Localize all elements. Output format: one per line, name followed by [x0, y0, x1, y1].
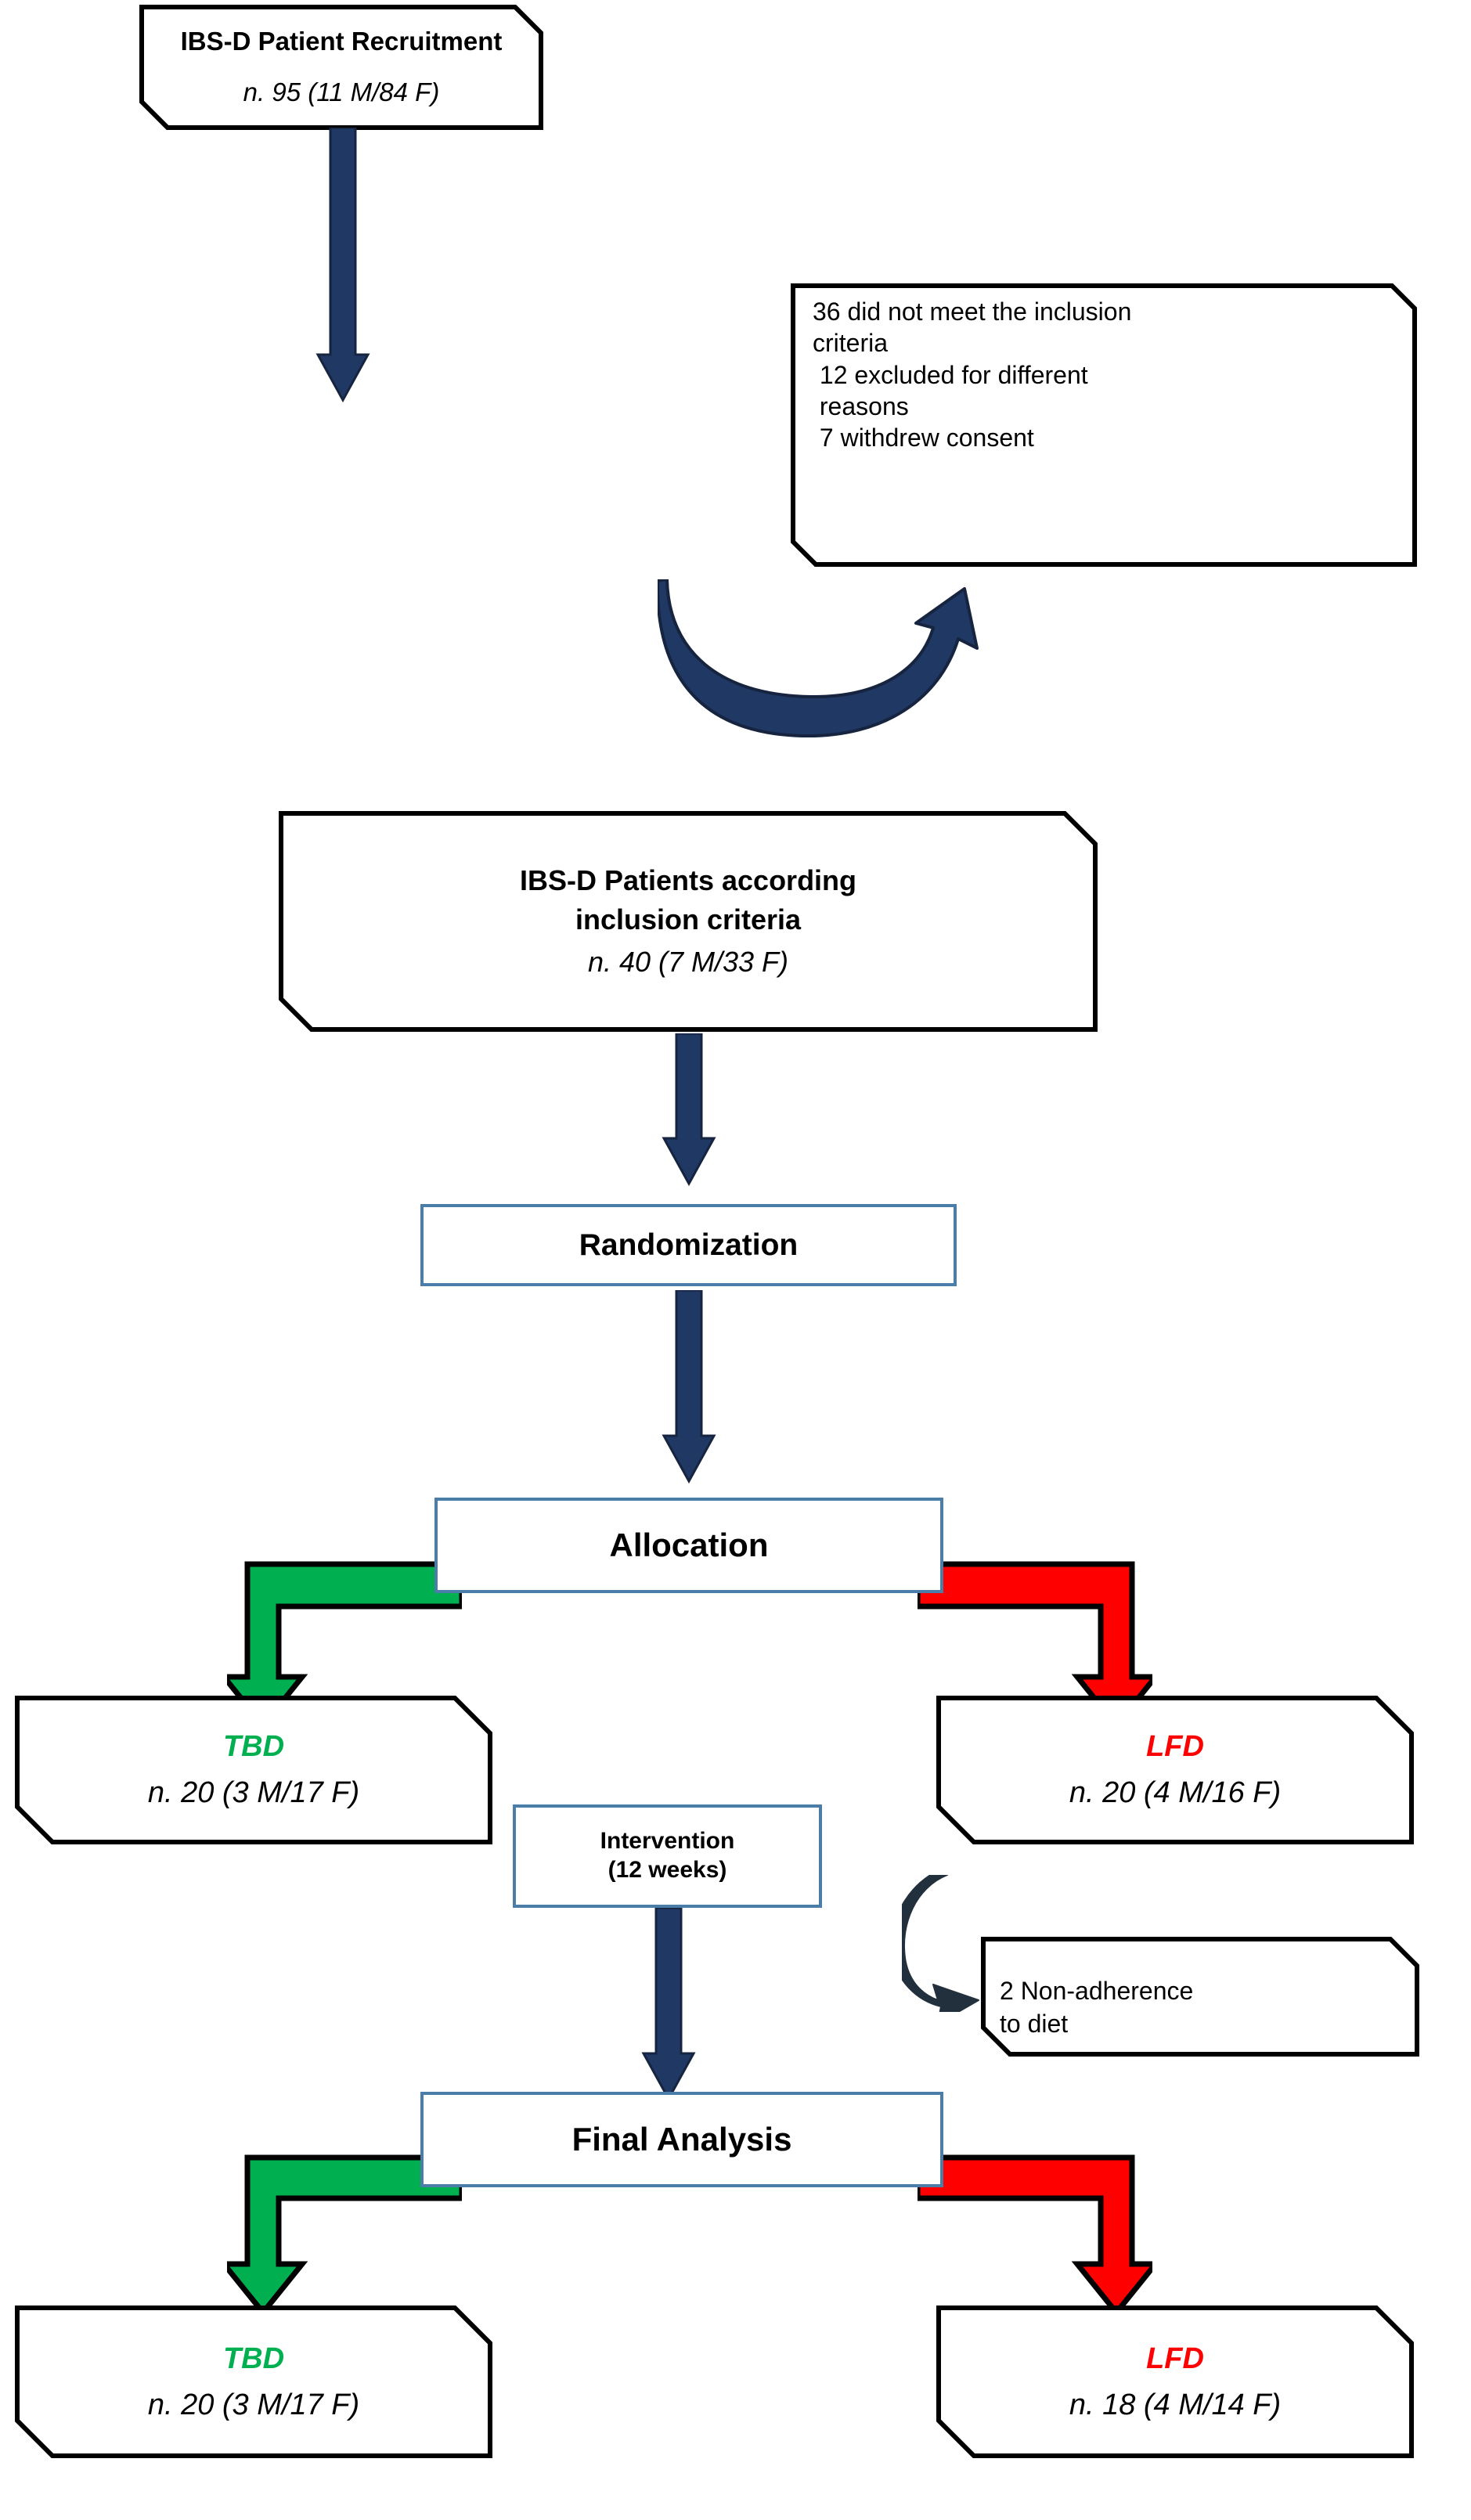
- allocation-tbd-box: TBD n. 20 (3 M/17 F): [15, 1696, 492, 1844]
- recruitment-title: IBS-D Patient Recruitment: [180, 27, 503, 56]
- final-tbd-counts: n. 20 (3 M/17 F): [147, 2388, 360, 2421]
- final-lfd-arm: LFD: [1146, 2342, 1204, 2375]
- recruitment-box: IBS-D Patient Recruitment n. 95 (11 M/84…: [139, 5, 543, 130]
- non-adherence-line2: to diet: [1000, 2009, 1069, 2038]
- exclusion-line-2b: reasons: [813, 391, 909, 420]
- arrow-recruitment-to-included: [315, 128, 370, 403]
- included-counts: n. 40 (7 M/33 F): [587, 946, 789, 979]
- included-title-line2: inclusion criteria: [575, 903, 802, 936]
- final-tbd-box: TBD n. 20 (3 M/17 F): [15, 2305, 492, 2458]
- exclusions-box-outline: [791, 283, 1417, 567]
- included-title-line1: IBS-D Patients according: [519, 863, 857, 896]
- non-adherence-box-outline: [981, 1937, 1419, 2057]
- intervention-box: Intervention (12 weeks): [513, 1804, 822, 1908]
- allocation-lfd-counts: n. 20 (4 M/16 F): [1069, 1776, 1282, 1810]
- exclusion-line-3: 7 withdrew consent: [813, 424, 1034, 452]
- allocation-lfd-arm: LFD: [1146, 1730, 1204, 1764]
- recruitment-counts: n. 95 (11 M/84 F): [243, 78, 440, 106]
- exclusion-line-1a: 36 did not meet the inclusion: [813, 297, 1132, 326]
- arrow-lfd-to-dropout: [902, 1875, 979, 2012]
- allocation-tbd-box-body: TBD n. 20 (3 M/17 F): [15, 1696, 492, 1844]
- final-analysis-box: Final Analysis: [420, 2092, 943, 2187]
- non-adherence-line1: 2 Non-adherence: [1000, 1976, 1194, 2005]
- arrow-randomization-to-allocation: [662, 1290, 716, 1484]
- exclusion-line-1b: criteria: [813, 329, 889, 358]
- recruitment-box-body: IBS-D Patient Recruitment n. 95 (11 M/84…: [139, 5, 543, 130]
- allocation-lfd-box-outline: [936, 1696, 1414, 1844]
- allocation-tbd-counts: n. 20 (3 M/17 F): [147, 1776, 360, 1810]
- included-patients-box-outline: [279, 811, 1098, 1032]
- arrow-trunk-to-exclusions: [658, 579, 979, 738]
- allocation-label: Allocation: [609, 1527, 769, 1563]
- allocation-lfd-box-body: LFD n. 20 (4 M/16 F): [936, 1696, 1414, 1844]
- intervention-line2: (12 weeks): [608, 1857, 727, 1883]
- recruitment-box-outline: [139, 5, 543, 130]
- final-analysis-label: Final Analysis: [571, 2121, 792, 2158]
- non-adherence-box: 2 Non-adherence to diet: [981, 1937, 1419, 2057]
- allocation-box: Allocation: [434, 1498, 943, 1593]
- randomization-label: Randomization: [579, 1228, 799, 1262]
- randomization-box: Randomization: [420, 1204, 957, 1286]
- final-lfd-box-body: LFD n. 18 (4 M/14 F): [936, 2305, 1414, 2458]
- allocation-tbd-box-outline: [15, 1696, 492, 1844]
- arrow-intervention-to-final: [641, 1908, 696, 2102]
- final-lfd-box-outline: [936, 2305, 1414, 2458]
- exclusions-box: 36 did not meet the inclusion criteria 1…: [791, 283, 1417, 567]
- allocation-lfd-box: LFD n. 20 (4 M/16 F): [936, 1696, 1414, 1844]
- exclusion-line-2a: 12 excluded for different: [813, 360, 1088, 389]
- exclusions-box-body: 36 did not meet the inclusion criteria 1…: [791, 283, 1455, 587]
- intervention-line1: Intervention: [600, 1828, 735, 1855]
- final-tbd-box-body: TBD n. 20 (3 M/17 F): [15, 2305, 492, 2458]
- arrow-final-to-lfd: [918, 2154, 1152, 2317]
- final-tbd-arm: TBD: [222, 2342, 285, 2375]
- final-lfd-counts: n. 18 (4 M/14 F): [1069, 2388, 1282, 2421]
- final-tbd-box-outline: [15, 2305, 492, 2458]
- arrow-final-to-tbd: [227, 2154, 462, 2317]
- included-patients-box: IBS-D Patients according inclusion crite…: [279, 811, 1098, 1032]
- arrow-included-to-randomization: [662, 1033, 716, 1187]
- allocation-tbd-arm: TBD: [222, 1730, 285, 1764]
- included-patients-box-body: IBS-D Patients according inclusion crite…: [279, 811, 1098, 1032]
- final-lfd-box: LFD n. 18 (4 M/14 F): [936, 2305, 1414, 2458]
- non-adherence-box-body: 2 Non-adherence to diet: [981, 1937, 1438, 2068]
